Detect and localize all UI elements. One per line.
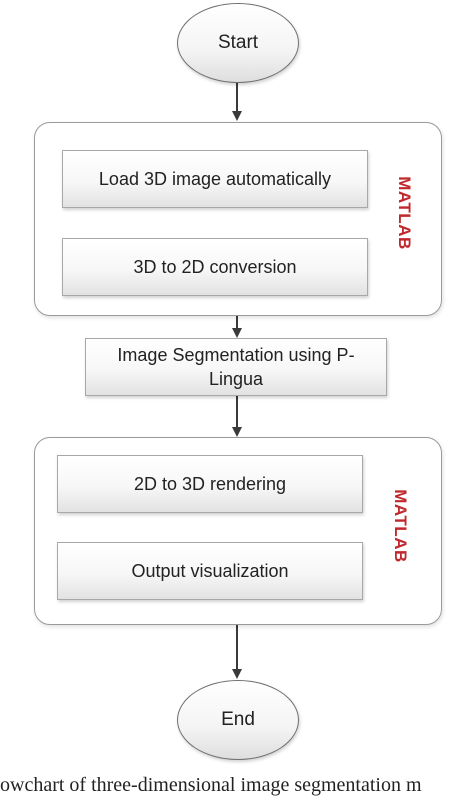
rendering-step: 2D to 3D rendering [57, 455, 363, 513]
end-node: End [177, 680, 299, 760]
conversion-label: 3D to 2D conversion [133, 257, 297, 277]
load-image-label: Load 3D image automatically [98, 169, 332, 189]
segmentation-label: Image Segmentation using P-Lingua [117, 345, 355, 389]
rendering-label: 2D to 3D rendering [133, 474, 287, 494]
matlab-label-top: MATLAB [395, 176, 414, 250]
figure-caption: owchart of three-dimensional image segme… [0, 774, 422, 796]
end-label: End [221, 709, 255, 730]
matlab-label-bottom: MATLAB [391, 489, 410, 563]
conversion-step: 3D to 2D conversion [62, 238, 368, 296]
visualization-label: Output visualization [131, 561, 289, 581]
start-node: Start [177, 3, 299, 83]
start-label: Start [217, 32, 259, 53]
load-image-step: Load 3D image automatically [62, 150, 368, 208]
segmentation-step: Image Segmentation using P-Lingua [85, 338, 387, 396]
visualization-step: Output visualization [57, 542, 363, 600]
